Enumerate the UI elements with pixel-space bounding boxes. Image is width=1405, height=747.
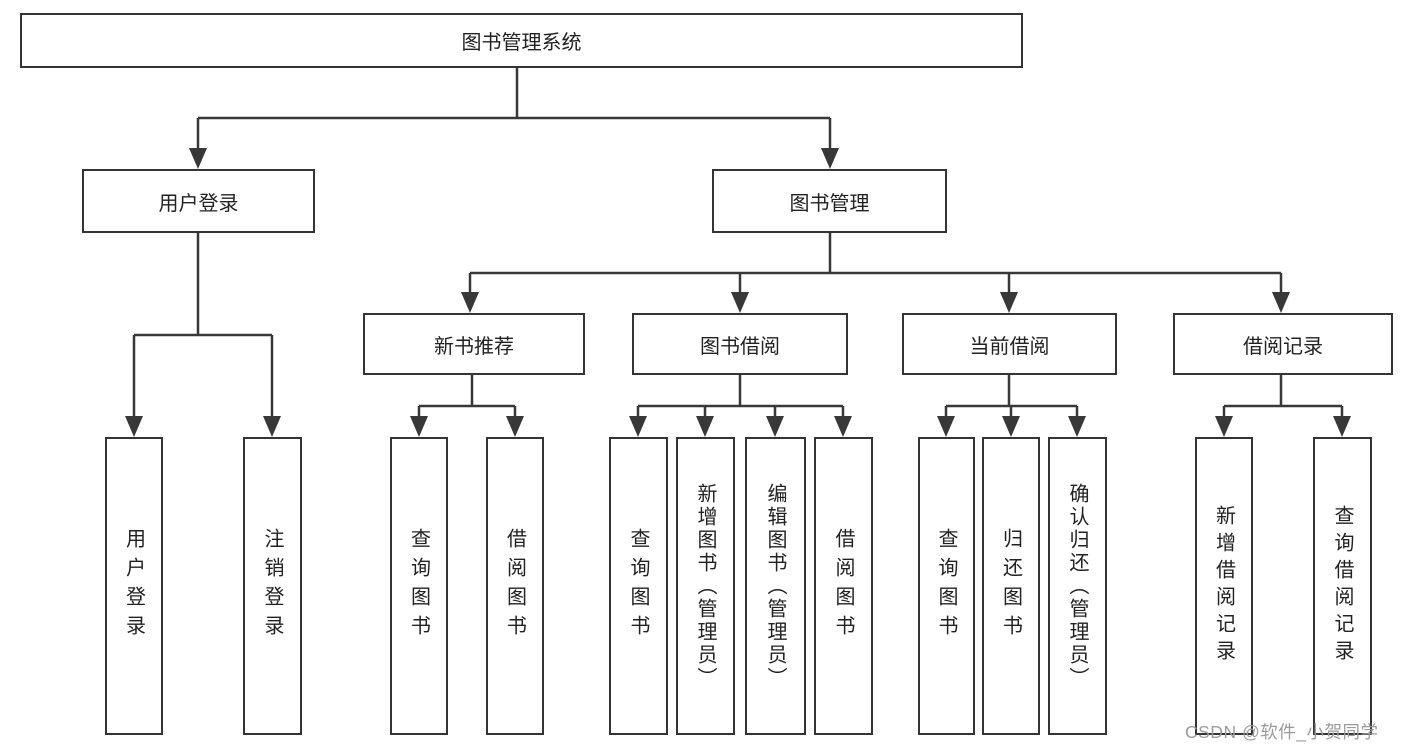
node-label: 借阅图书 [503,528,526,644]
node-label: 图书管理 [789,192,870,215]
leaf-add-book-admin: 新增图书（管理员） [676,437,735,735]
node-label: 查询图书 [935,528,957,644]
node-label: 编辑图书（管理员） [764,482,786,690]
node-current-borrowing: 当前借阅 [902,313,1117,375]
node-label: 借阅图书 [832,528,854,644]
node-label: 用户登录 [158,192,239,215]
node-label: 归还图书 [999,528,1022,644]
node-label: 用户登录 [122,528,145,644]
leaf-return-book: 归还图书 [982,437,1040,735]
node-label: 新增图书（管理员） [694,482,716,690]
leaf-query-books: 查询图书 [390,437,448,735]
node-label: 新书推荐 [434,335,514,358]
node-label: 确认归还（管理员） [1066,482,1088,690]
leaf-query-borrow-record: 查询借阅记录 [1313,437,1372,735]
leaf-query-books: 查询图书 [609,437,668,735]
node-label: 查询图书 [407,528,430,644]
node-user-login-module: 用户登录 [82,169,315,233]
node-label: 图书管理系统 [461,32,582,54]
node-label: 当前借阅 [969,335,1050,358]
leaf-query-books: 查询图书 [918,437,975,735]
leaf-edit-book-admin: 编辑图书（管理员） [745,437,806,735]
leaf-user-login: 用户登录 [105,437,163,735]
leaf-borrow-books: 借阅图书 [814,437,873,735]
leaf-confirm-return-admin: 确认归还（管理员） [1048,437,1107,735]
node-label: 查询图书 [627,528,649,644]
node-label: 借阅记录 [1243,335,1323,358]
node-label: 查询借阅记录 [1331,505,1353,667]
node-label: 图书借阅 [700,335,780,358]
node-library-management-system: 图书管理系统 [20,13,1023,68]
node-new-book-recommend: 新书推荐 [363,313,585,375]
leaf-logout: 注销登录 [243,437,302,735]
node-borrowing-records: 借阅记录 [1173,313,1393,375]
leaf-add-borrow-record: 新增借阅记录 [1195,437,1253,735]
node-label: 注销登录 [261,528,283,644]
node-book-management-module: 图书管理 [712,169,947,233]
node-label: 新增借阅记录 [1212,505,1235,667]
csdn-watermark: CSDN @软件_小贺同学 [1185,722,1379,742]
leaf-borrow-books: 借阅图书 [486,437,544,735]
node-book-borrowing: 图书借阅 [632,313,848,375]
